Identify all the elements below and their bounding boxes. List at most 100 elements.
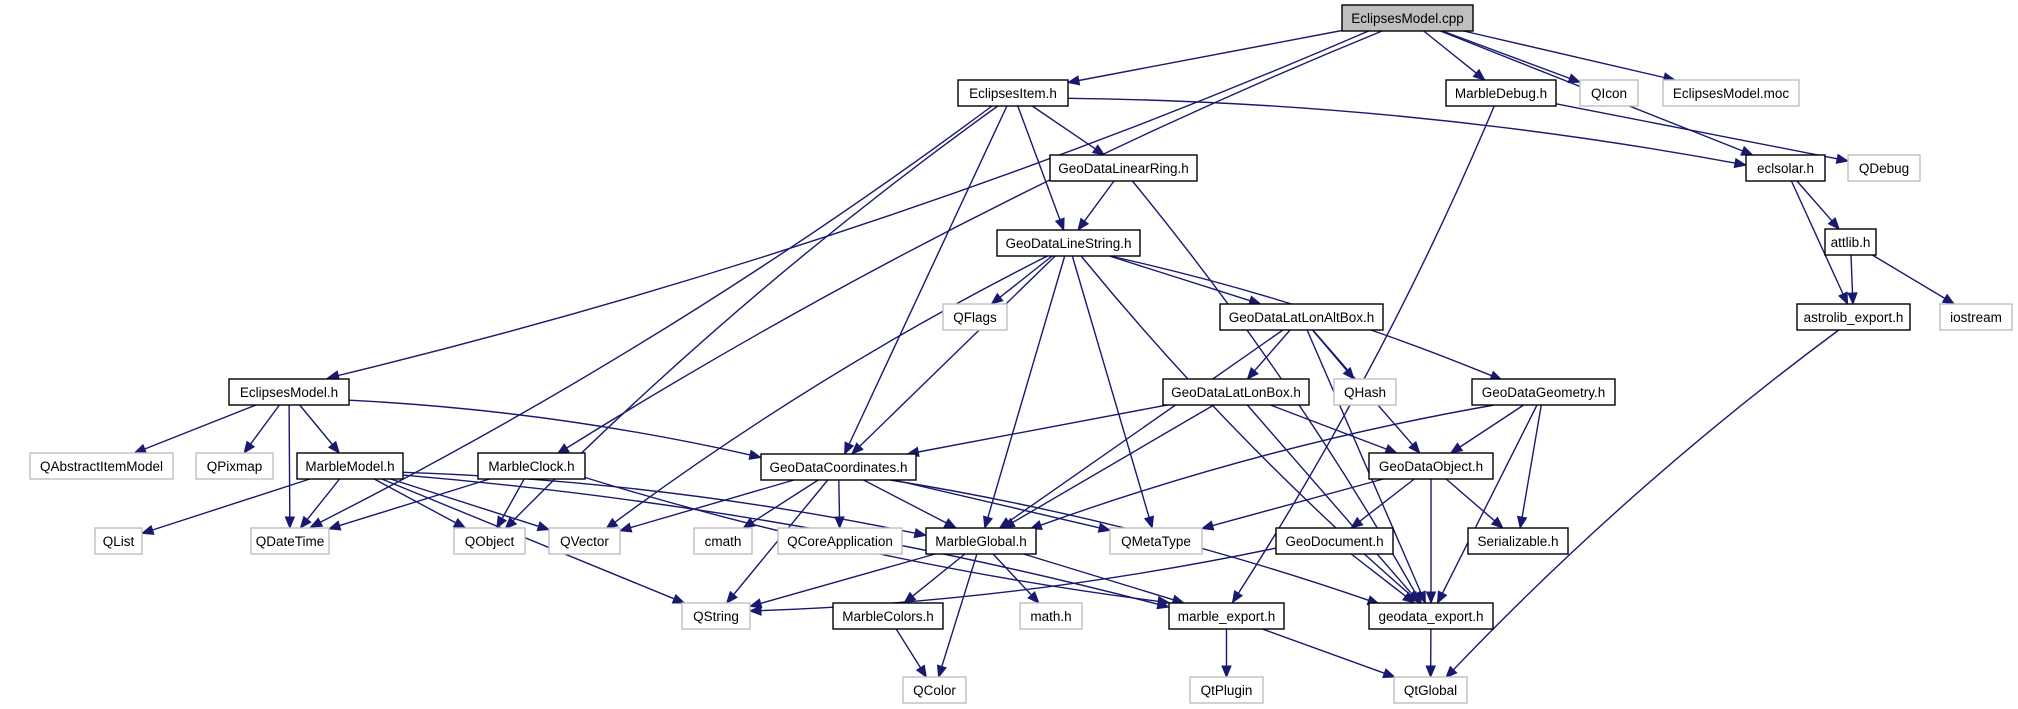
node-geodata-export-h[interactable]: geodata_export.h	[1368, 602, 1494, 630]
node-box[interactable]	[957, 79, 1069, 107]
node-box[interactable]	[1219, 303, 1384, 331]
node-label: QtGlobal	[1404, 683, 1457, 698]
node-marbledebug-h[interactable]: MarbleDebug.h	[1445, 79, 1557, 107]
node-qabstractitemmodel: QAbstractItemModel	[29, 452, 174, 480]
node-geodatageometry-h[interactable]: GeoDataGeometry.h	[1471, 378, 1616, 406]
node-qcoreapplication: QCoreApplication	[777, 527, 903, 555]
node-serializable-h[interactable]: Serializable.h	[1467, 527, 1569, 555]
node-label: QMetaType	[1121, 534, 1191, 549]
edge-line-to-qmeta	[1071, 255, 1154, 530]
node-box[interactable]	[1368, 602, 1494, 630]
node-box[interactable]	[1341, 4, 1474, 32]
edge-mclock-to-qdt	[327, 478, 490, 531]
edge-line	[1040, 404, 1495, 526]
edge-line	[1452, 329, 1840, 671]
arrowhead-icon	[1408, 440, 1421, 455]
edge-line	[1555, 103, 1838, 160]
node-box	[1019, 602, 1083, 630]
node-eclipsesmodel-h[interactable]: EclipsesModel.h	[228, 378, 350, 406]
node-geodatalatlonaltbox-h[interactable]: GeoDataLatLonAltBox.h	[1219, 303, 1384, 331]
arrowhead-icon	[1077, 217, 1090, 232]
node-label: MarbleColors.h	[842, 609, 934, 624]
node-box[interactable]	[1745, 154, 1826, 182]
node-qstring: QString	[681, 602, 751, 630]
edge-gobj-to-gdoc	[1350, 478, 1415, 529]
node-box[interactable]	[1368, 452, 1494, 480]
node-attlib-h[interactable]: attlib.h	[1824, 228, 1877, 256]
node-geodatalinearring-h[interactable]: GeoDataLinearRing.h	[1049, 154, 1198, 182]
node-box[interactable]	[760, 453, 917, 481]
node-box[interactable]	[1796, 303, 1911, 331]
node-marbleglobal-h[interactable]: MarbleGlobal.h	[925, 527, 1037, 555]
edge-gobj-to-qmeta	[1200, 478, 1384, 531]
node-marbleclock-h[interactable]: MarbleClock.h	[477, 452, 586, 480]
node-box	[250, 527, 330, 555]
node-label: QCoreApplication	[787, 534, 893, 549]
node-box[interactable]	[1168, 602, 1285, 630]
node-box[interactable]	[1275, 527, 1394, 555]
node-box[interactable]	[925, 527, 1037, 555]
node-label: geodata_export.h	[1378, 609, 1483, 624]
node-box[interactable]	[996, 229, 1141, 257]
edge-mglobal-to-mcolors	[903, 553, 966, 604]
arrowhead-icon	[1490, 516, 1504, 529]
edge-mexport-to-qtglobal	[1262, 628, 1396, 679]
node-eclsolar-h[interactable]: eclsolar.h	[1745, 154, 1826, 182]
arrowhead-icon	[327, 440, 341, 455]
node-geodatalinestring-h[interactable]: GeoDataLineString.h	[996, 229, 1141, 257]
edge-mmodel-to-qvector	[390, 478, 551, 532]
edge-coords-to-qcoreapp	[834, 479, 845, 530]
node-label: GeoDataLatLonAltBox.h	[1229, 310, 1375, 325]
node-geodatalatlonbox-h[interactable]: GeoDataLatLonBox.h	[1162, 378, 1310, 406]
node-box[interactable]	[296, 452, 404, 480]
edge-line	[614, 255, 1048, 523]
node-box[interactable]	[1162, 378, 1310, 406]
node-eclipsesmodel-moc: EclipsesModel.moc	[1662, 79, 1800, 107]
node-marble-export-h[interactable]: marble_export.h	[1168, 602, 1285, 630]
arrowhead-icon	[1408, 590, 1421, 604]
edge-line	[1017, 105, 1061, 220]
arrowhead-icon	[1835, 153, 1850, 164]
node-box[interactable]	[1445, 79, 1557, 107]
node-qmetatype: QMetaType	[1109, 527, 1203, 555]
node-label: Serializable.h	[1477, 534, 1558, 549]
arrowhead-icon	[1384, 444, 1398, 454]
node-box[interactable]	[477, 452, 586, 480]
node-box[interactable]	[228, 378, 350, 406]
node-box[interactable]	[1049, 154, 1198, 182]
node-box[interactable]	[1467, 527, 1569, 555]
arrowhead-icon	[1401, 591, 1416, 604]
node-geodocument-h[interactable]: GeoDocument.h	[1275, 527, 1394, 555]
edge-cpp-to-qicon	[1442, 30, 1582, 84]
node-label: GeoDataObject.h	[1379, 459, 1483, 474]
node-label: astrolib_export.h	[1804, 310, 1904, 325]
node-box[interactable]	[1471, 378, 1616, 406]
node-box[interactable]	[1824, 228, 1877, 256]
node-geodataobject-h[interactable]: GeoDataObject.h	[1368, 452, 1494, 480]
node-box	[94, 527, 143, 555]
edge-line	[1109, 255, 1251, 302]
node-box	[1662, 79, 1800, 107]
arrowhead-icon	[671, 593, 686, 604]
arrowhead-icon	[1027, 591, 1040, 604]
arrowhead-icon	[748, 605, 762, 616]
node-box	[693, 527, 753, 555]
node-eclipsesmodel-cpp[interactable]: EclipsesModel.cpp	[1341, 4, 1474, 32]
node-box[interactable]	[832, 602, 944, 630]
edge-line	[1463, 30, 1665, 79]
arrowhead-icon	[1054, 217, 1065, 232]
node-label: math.h	[1030, 609, 1071, 624]
node-marblecolors-h[interactable]: MarbleColors.h	[832, 602, 944, 630]
edge-cpp-to-eitem	[1066, 29, 1343, 86]
edge-line	[1441, 404, 1538, 594]
edge-mmodel-to-qdt	[299, 478, 341, 530]
node-eclipsesitem-h[interactable]: EclipsesItem.h	[957, 79, 1069, 107]
arrowhead-icon	[983, 515, 994, 530]
node-marblemodel-h[interactable]: MarbleModel.h	[296, 452, 404, 480]
edge-line	[1023, 553, 1174, 601]
edge-line	[1067, 97, 1736, 164]
arrowhead-icon	[1827, 216, 1840, 230]
node-geodatacoordinates-h[interactable]: GeoDataCoordinates.h	[760, 453, 917, 481]
node-label: EclipsesModel.moc	[1673, 86, 1790, 101]
node-astrolib-export-h[interactable]: astrolib_export.h	[1796, 303, 1911, 331]
